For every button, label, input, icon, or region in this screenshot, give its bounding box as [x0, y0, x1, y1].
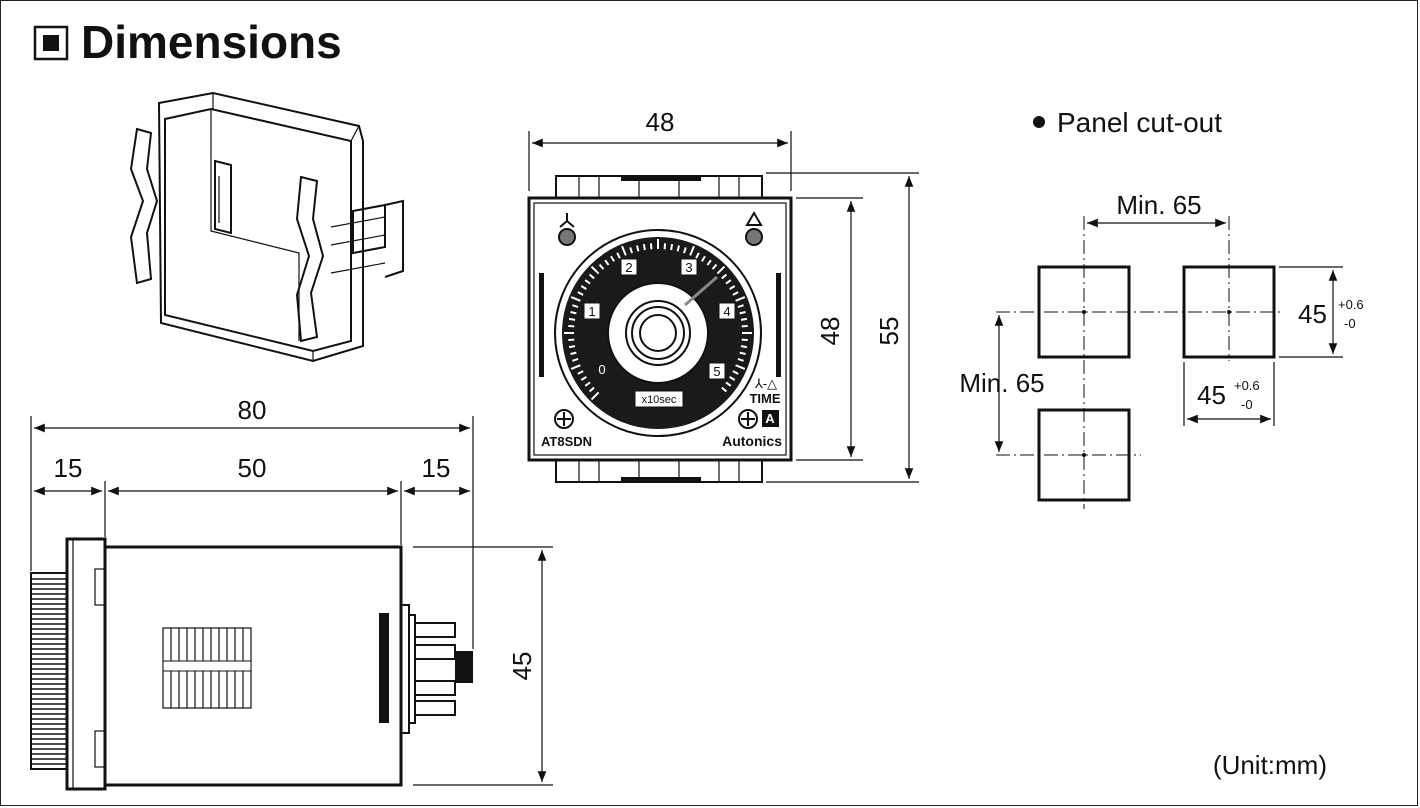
min-vertical-dim: Min. 65	[959, 368, 1044, 398]
panel-cutout-label: Panel cut-out	[1057, 107, 1222, 138]
star-symbol-icon	[559, 213, 575, 228]
cutout-width-dim: 45	[1197, 380, 1226, 410]
cutout-height-tol-plus: +0.6	[1338, 297, 1364, 312]
total-length-dim: 80	[238, 395, 267, 425]
front-width-dim: 48	[646, 107, 675, 137]
brand-label: Autonics	[722, 433, 782, 449]
star-indicator-lamp	[558, 228, 576, 246]
front-view: 2 3 1 4 5 0 x10sec ⅄-△ TIME A AT8SDN Aut…	[527, 107, 919, 483]
delta-indicator-lamp	[745, 228, 763, 246]
front-outer-height-dim: 55	[874, 317, 904, 346]
cutout-height-dim: 45	[1298, 299, 1327, 329]
side-height-dim: 45	[507, 652, 537, 681]
scale-unit-label: x10sec	[642, 394, 677, 406]
mode-marks: ⅄-△	[754, 376, 777, 391]
time-label: TIME	[749, 391, 780, 406]
unit-note: (Unit:mm)	[1213, 750, 1327, 780]
body-length-dim: 50	[238, 453, 267, 483]
delta-symbol-icon	[745, 211, 763, 226]
mode-badge	[762, 410, 779, 427]
model-label: AT8SDN	[541, 434, 592, 449]
title-block: Dimensions	[33, 16, 342, 68]
socket-iso-view	[129, 91, 404, 363]
bullet-icon	[1033, 116, 1045, 128]
cutout-width-tol-plus: +0.6	[1234, 378, 1260, 393]
front-length-dim: 15	[54, 453, 83, 483]
dial-number-1: 1	[588, 304, 595, 319]
dial-number-4: 4	[723, 304, 730, 319]
rear-length-dim: 15	[422, 453, 451, 483]
dial-pointer	[684, 275, 718, 307]
title-square-fill-icon	[43, 35, 59, 51]
page-title: Dimensions	[81, 16, 342, 68]
dial-number-3: 3	[685, 260, 692, 275]
cutout-width-tol-minus: -0	[1241, 397, 1253, 412]
dial-number-5: 5	[713, 364, 720, 379]
cutout-height-tol-minus: -0	[1344, 316, 1356, 331]
side-view: 80 15 50 15 45	[30, 395, 553, 791]
mode-badge-letter: A	[765, 411, 775, 426]
dial-number-0: 0	[598, 362, 605, 377]
front-inner-height-dim: 48	[815, 317, 845, 346]
min-horizontal-dim: Min. 65	[1116, 190, 1201, 220]
dial-number-2: 2	[625, 260, 632, 275]
title-square-icon	[33, 25, 69, 61]
panel-cutout: Panel cut-out Min. 65 Min. 65 45 +0.6 -0…	[959, 107, 1364, 509]
